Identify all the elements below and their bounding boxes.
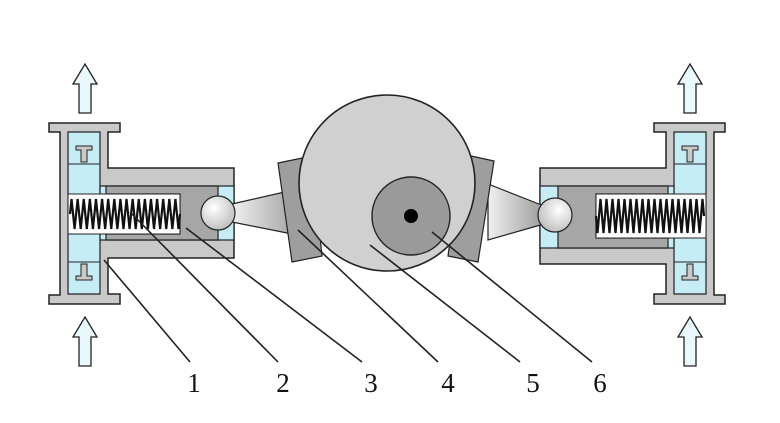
left-lower-check-valve	[75, 263, 93, 281]
leader-line-5	[369, 244, 521, 363]
part-labels: 1 2 3 4 5 6	[187, 368, 607, 398]
leader-lines	[103, 211, 593, 363]
left-upper-check-valve	[75, 145, 93, 163]
leader-line-4	[297, 229, 439, 363]
label-2: 2	[276, 368, 290, 398]
label-1: 1	[187, 368, 201, 398]
right-spring	[594, 198, 706, 234]
right-pump-unit	[487, 122, 726, 305]
right-lower-check-valve	[681, 263, 699, 281]
right-upper-check-valve	[681, 145, 699, 163]
label-5: 5	[526, 368, 540, 398]
right-ball	[537, 197, 573, 233]
right-follower-cone	[487, 183, 545, 241]
label-6: 6	[593, 368, 607, 398]
right-outlet-arrow-icon	[676, 62, 704, 114]
right-inlet-arrow-icon	[676, 315, 704, 367]
flow-arrows	[71, 62, 704, 367]
leader-line-6	[431, 231, 593, 363]
leader-line-3	[185, 227, 363, 363]
left-ball	[200, 195, 236, 231]
left-pump-unit	[48, 122, 303, 305]
eccentric-assembly	[277, 94, 495, 272]
left-outlet-arrow-icon	[71, 62, 99, 114]
left-spring	[68, 198, 182, 230]
label-4: 4	[441, 368, 455, 398]
leader-line-1	[103, 259, 191, 363]
leader-line-2	[129, 211, 279, 363]
left-inlet-arrow-icon	[71, 315, 99, 367]
label-3: 3	[364, 368, 378, 398]
shaft-center	[404, 209, 418, 223]
